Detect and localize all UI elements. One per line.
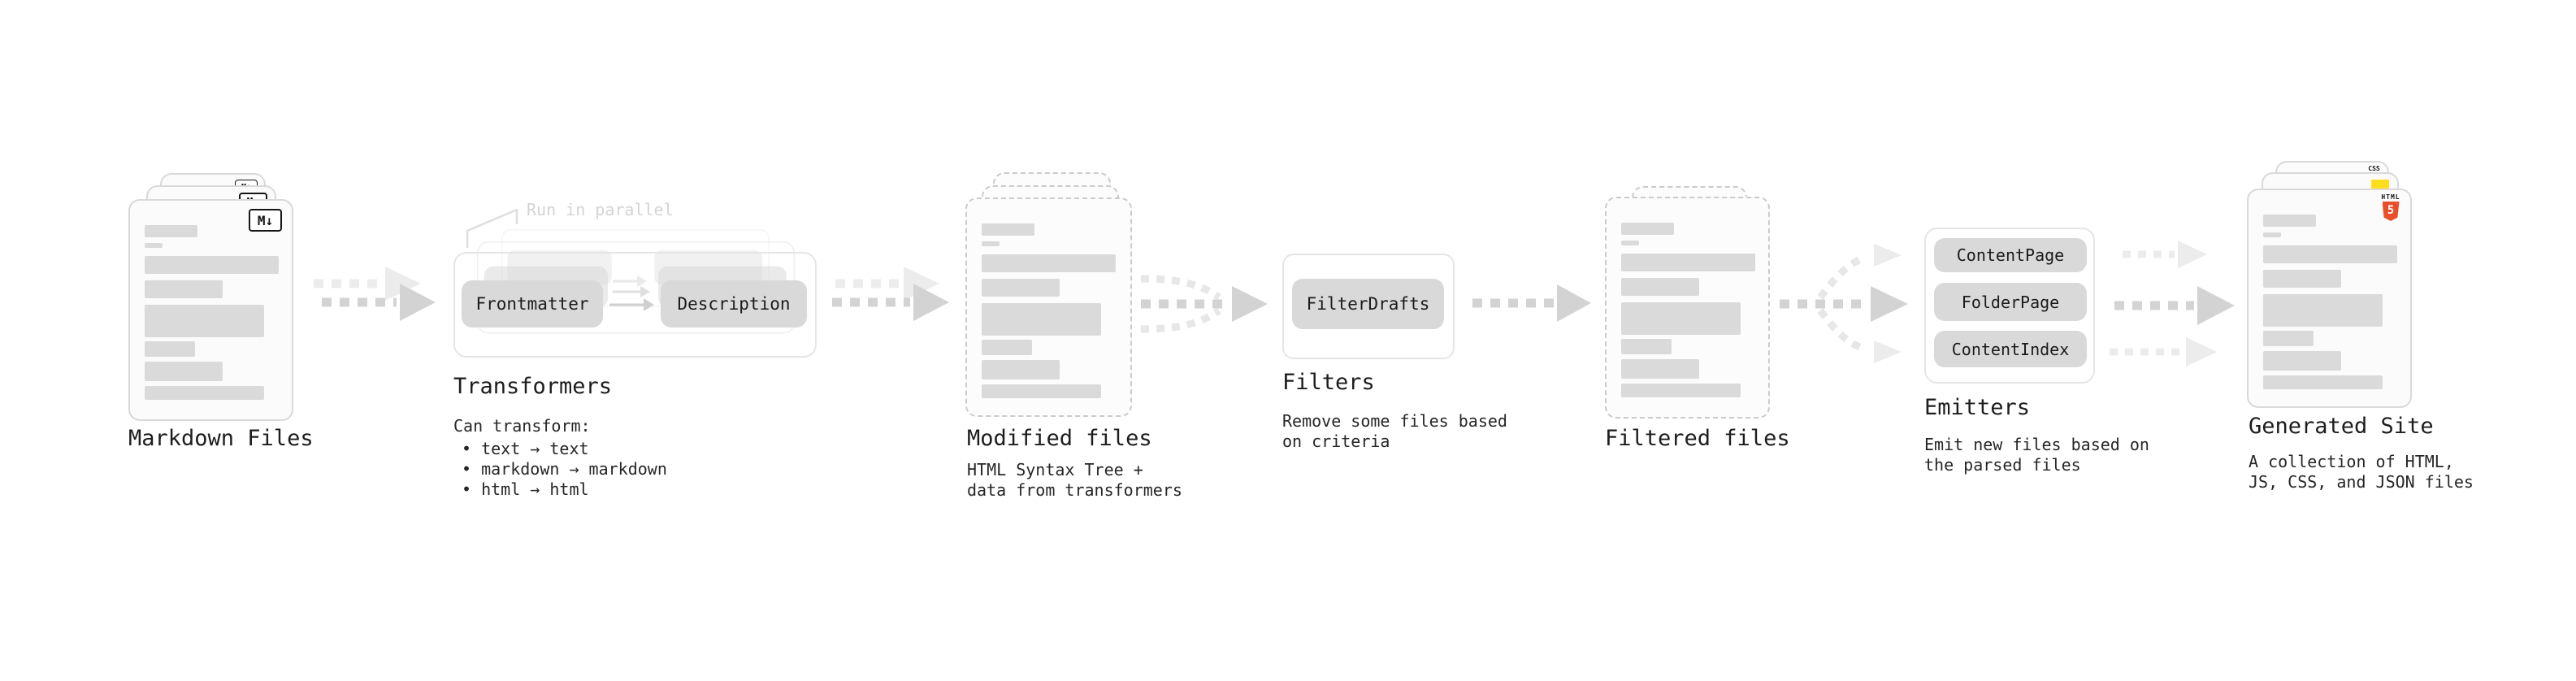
frontmatter-transformer-box: Frontmatter [462, 280, 603, 327]
transformers-bullet-text: • text → text [462, 439, 589, 458]
transformers-desc-title: Can transform: [453, 416, 591, 436]
placeholder-bar [982, 340, 1032, 355]
filtered-file-card-front [1605, 197, 1770, 419]
markdown-file-card-front: M↓ [128, 199, 293, 421]
transformer-layer-front: Frontmatter Description [453, 252, 817, 358]
markdown-files-label: Markdown Files [128, 426, 314, 451]
placeholder-bar [145, 243, 163, 248]
description-transformer-box: Description [661, 280, 807, 327]
filters-outline [1282, 254, 1455, 359]
placeholder-bar [2263, 215, 2316, 227]
modified-files-desc: HTML Syntax Tree + data from transformer… [967, 460, 1182, 500]
document-placeholder-lines [1621, 198, 1768, 417]
arrow-filters-to-filtered [1472, 284, 1591, 322]
placeholder-bar [2263, 270, 2341, 288]
placeholder-bar [982, 279, 1060, 297]
arrow-filtered-to-emitters [1780, 244, 1908, 363]
placeholder-bar [982, 303, 1101, 336]
placeholder-bar [145, 386, 264, 400]
placeholder-bar [982, 384, 1101, 398]
placeholder-bar [2263, 331, 2314, 346]
placeholder-bar [145, 256, 279, 274]
placeholder-bar [2263, 232, 2281, 237]
placeholder-bar [1621, 278, 1699, 296]
placeholder-bar [145, 341, 195, 357]
filtered-files-label: Filtered files [1605, 426, 1790, 451]
generated-site-desc: A collection of HTML, JS, CSS, and JSON … [2249, 452, 2474, 492]
placeholder-bar [145, 305, 264, 337]
placeholder-bar [145, 362, 223, 381]
contentindex-emitter-box: ContentIndex [1934, 331, 2087, 367]
contentpage-emitter-box: ContentPage [1934, 238, 2087, 272]
placeholder-bar [982, 254, 1116, 272]
placeholder-bar [1621, 241, 1639, 245]
transformers-bullet-html: • html → html [462, 479, 589, 499]
folderpage-emitter-box: FolderPage [1934, 283, 2087, 321]
filters-desc: Remove some files based on criteria [1282, 411, 1507, 451]
html5-icon: HTML 5 [2380, 193, 2401, 221]
transformer-outline [453, 252, 817, 358]
placeholder-bar [2263, 375, 2383, 389]
arrow-transformers-to-modified [832, 267, 949, 321]
arrow-modified-to-filters [1140, 275, 1268, 333]
arrow-emitters-to-site [2110, 241, 2235, 367]
placeholder-bar [982, 223, 1034, 236]
placeholder-bar [2263, 245, 2397, 263]
document-placeholder-lines [2263, 190, 2410, 406]
site-file-card-front: HTML 5 [2247, 189, 2412, 408]
run-in-parallel-note: Run in parallel [527, 200, 674, 219]
placeholder-bar [145, 280, 223, 298]
filters-heading: Filters [1282, 370, 1375, 395]
transformers-heading: Transformers [453, 374, 613, 399]
markdown-icon: M↓ [249, 209, 282, 232]
arrow-markdown-to-transformers [314, 267, 436, 321]
js-icon [2371, 180, 2389, 189]
placeholder-bar [1621, 384, 1741, 397]
emitters-desc: Emit new files based on the parsed files [1924, 435, 2149, 475]
placeholder-bar [145, 225, 197, 237]
placeholder-bar [1621, 339, 1672, 354]
generated-site-label: Generated Site [2249, 414, 2434, 439]
placeholder-bar [2263, 351, 2341, 371]
document-placeholder-lines [145, 201, 292, 419]
modified-files-label: Modified files [967, 426, 1152, 451]
emitters-outline [1924, 228, 2095, 384]
placeholder-bar [982, 360, 1060, 380]
placeholder-bar [2263, 294, 2383, 327]
emitters-heading: Emitters [1924, 395, 2031, 420]
placeholder-bar [1621, 302, 1741, 335]
document-placeholder-lines [982, 199, 1130, 415]
placeholder-bar [1621, 254, 1755, 271]
placeholder-bar [1621, 359, 1699, 379]
filterdrafts-box: FilterDrafts [1292, 279, 1444, 329]
modified-file-card-front [965, 197, 1132, 417]
transformers-bullet-markdown: • markdown → markdown [462, 459, 667, 479]
placeholder-bar [1621, 223, 1674, 235]
placeholder-bar [982, 241, 1000, 246]
